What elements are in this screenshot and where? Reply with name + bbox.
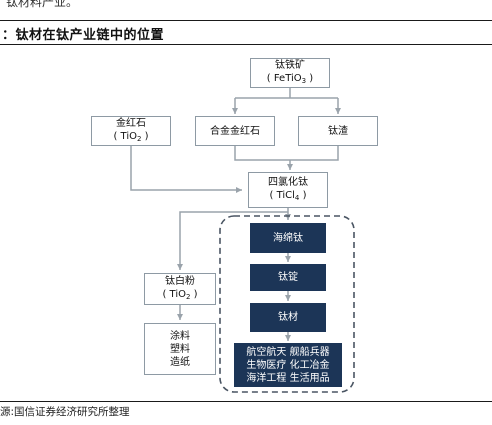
node-tio2-uses: 涂料 塑料 造纸 [144, 323, 216, 375]
arrow-rutile-ticl4 [130, 146, 242, 193]
node-rutile-name: 金红石 [116, 117, 146, 129]
top-text-fragment: 钛材料产业。 [6, 0, 79, 9]
applications-line-1: 航空航天 舰船兵器 [246, 346, 330, 358]
node-titanium-ingot-name: 钛锭 [278, 272, 298, 283]
node-sponge-titanium: 海绵钛 [250, 223, 326, 253]
node-titanium-dioxide-formula: ( TiO2 ) [162, 288, 198, 301]
node-ilmenite: 钛铁矿 ( FeTiO3 ) [250, 58, 330, 88]
node-sponge-titanium-name: 海绵钛 [273, 232, 303, 244]
figure-title: ：钛材在钛产业链中的位置 [2, 28, 165, 43]
merge-line [234, 146, 339, 170]
node-titanium-material: 钛材 [250, 303, 326, 332]
node-ilmenite-formula: ( FeTiO3 ) [266, 72, 314, 85]
node-synthetic-rutile: 合金金红石 [195, 116, 275, 146]
source-rule [0, 401, 492, 402]
node-titanium-slag: 钛渣 [298, 116, 378, 146]
source-note: 源:国信证券经济研究所整理 [0, 406, 130, 418]
title-bottom-rule [0, 44, 492, 45]
applications-line-2: 生物医疗 化工冶金 [246, 359, 330, 371]
dashed-titanium-group [219, 215, 355, 393]
node-rutile: 金红石 ( TiO2 ) [91, 116, 171, 146]
node-titanium-slag-name: 钛渣 [328, 125, 348, 137]
node-titanium-dioxide: 钛白粉 ( TiO2 ) [144, 273, 216, 305]
node-titanium-ingot: 钛锭 [250, 264, 326, 291]
node-ticl4-name: 四氯化钛 [268, 176, 308, 188]
node-titanium-material-name: 钛材 [278, 312, 298, 323]
title-top-rule [0, 20, 492, 21]
node-titanium-dioxide-name: 钛白粉 [165, 275, 195, 287]
node-ticl4-formula: ( TiCl4 ) [269, 189, 307, 202]
arrow-ticl4-tio2 [177, 211, 288, 270]
tio2-uses-line-2: 塑料 [170, 343, 190, 355]
node-synthetic-rutile-name: 合金金红石 [210, 125, 260, 137]
node-applications: 航空航天 舰船兵器 生物医疗 化工冶金 海洋工程 生活用品 [234, 343, 342, 387]
tio2-uses-line-1: 涂料 [170, 330, 190, 342]
applications-line-3: 海洋工程 生活用品 [246, 372, 330, 384]
node-ticl4: 四氯化钛 ( TiCl4 ) [248, 172, 328, 208]
node-ilmenite-name: 钛铁矿 [275, 59, 305, 71]
node-rutile-formula: ( TiO2 ) [113, 130, 149, 143]
arrow-ilmenite-split [235, 88, 338, 99]
tio2-uses-line-3: 造纸 [170, 356, 190, 368]
